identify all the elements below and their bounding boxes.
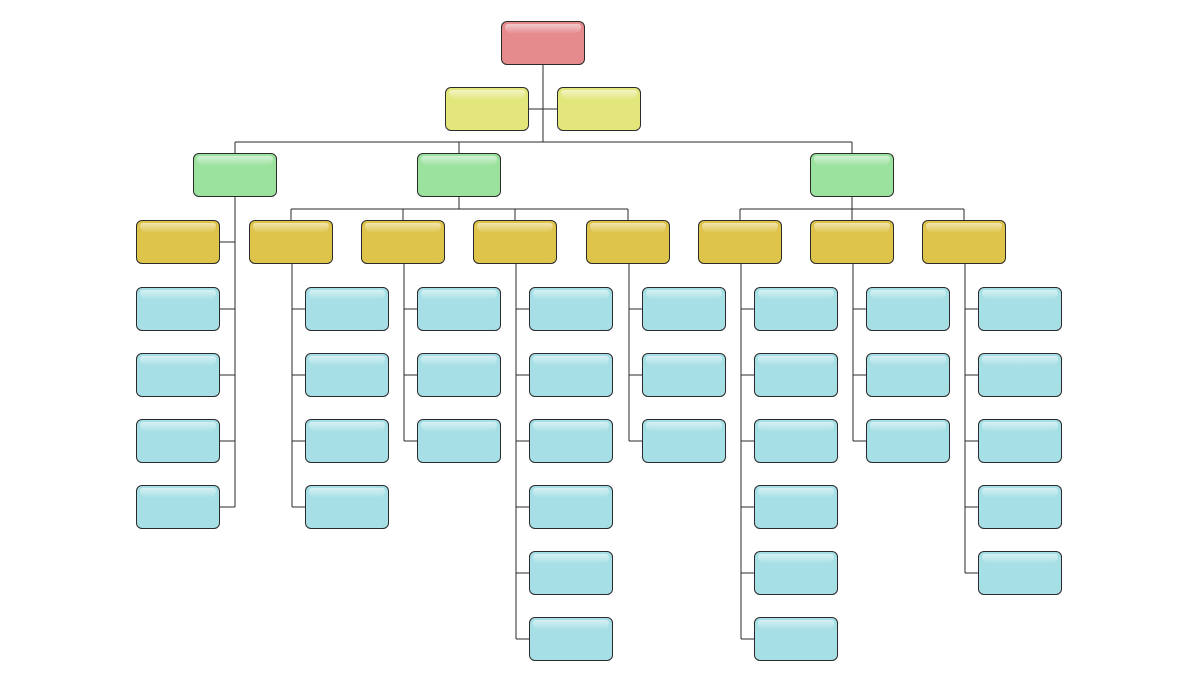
node-gloss xyxy=(982,488,1058,498)
node-gloss xyxy=(533,356,609,366)
node-leaf-1-1-4[interactable] xyxy=(136,485,220,529)
node-leaf-3-3-5[interactable] xyxy=(978,551,1062,595)
node-leaf-2-1-4[interactable] xyxy=(305,485,389,529)
node-gloss xyxy=(533,290,609,300)
node-gloss xyxy=(561,90,637,100)
node-gloss xyxy=(421,290,497,300)
node-gloss xyxy=(197,156,273,166)
node-root[interactable] xyxy=(501,21,585,65)
node-gloss xyxy=(982,554,1058,564)
node-leaf-2-4-2[interactable] xyxy=(642,353,726,397)
node-leaf-3-2-3[interactable] xyxy=(866,419,950,463)
node-leaf-2-3-1[interactable] xyxy=(529,287,613,331)
node-gloss xyxy=(870,356,946,366)
node-gloss xyxy=(140,223,216,233)
node-leaf-3-1-5[interactable] xyxy=(754,551,838,595)
node-gloss xyxy=(758,488,834,498)
node-leaf-3-3-2[interactable] xyxy=(978,353,1062,397)
node-dept-3-unit-2[interactable] xyxy=(810,220,894,264)
node-leaf-3-3-4[interactable] xyxy=(978,485,1062,529)
node-dept-2-unit-1[interactable] xyxy=(249,220,333,264)
node-leaf-3-3-3[interactable] xyxy=(978,419,1062,463)
node-leaf-2-2-1[interactable] xyxy=(417,287,501,331)
node-leaf-2-1-2[interactable] xyxy=(305,353,389,397)
node-gloss xyxy=(309,422,385,432)
node-gloss xyxy=(309,290,385,300)
node-leaf-3-2-2[interactable] xyxy=(866,353,950,397)
node-gloss xyxy=(646,422,722,432)
node-gloss xyxy=(477,223,553,233)
node-gloss xyxy=(814,156,890,166)
node-gloss xyxy=(702,223,778,233)
node-dept-3[interactable] xyxy=(810,153,894,197)
node-dept-1-unit-1[interactable] xyxy=(136,220,220,264)
node-leaf-2-3-3[interactable] xyxy=(529,419,613,463)
node-gloss xyxy=(533,488,609,498)
node-gloss xyxy=(982,422,1058,432)
node-gloss xyxy=(982,356,1058,366)
node-gloss xyxy=(870,422,946,432)
node-gloss xyxy=(253,223,329,233)
node-leaf-3-3-1[interactable] xyxy=(978,287,1062,331)
node-dept-1[interactable] xyxy=(193,153,277,197)
node-gloss xyxy=(365,223,441,233)
node-gloss xyxy=(758,356,834,366)
node-gloss xyxy=(646,290,722,300)
node-gloss xyxy=(533,620,609,630)
node-gloss xyxy=(814,223,890,233)
node-gloss xyxy=(533,422,609,432)
node-gloss xyxy=(758,290,834,300)
node-gloss xyxy=(309,488,385,498)
node-gloss xyxy=(982,290,1058,300)
node-leaf-2-1-1[interactable] xyxy=(305,287,389,331)
node-gloss xyxy=(421,356,497,366)
node-gloss xyxy=(926,223,1002,233)
node-gloss xyxy=(140,290,216,300)
node-gloss xyxy=(533,554,609,564)
node-leaf-2-2-3[interactable] xyxy=(417,419,501,463)
node-leaf-1-1-2[interactable] xyxy=(136,353,220,397)
node-gloss xyxy=(309,356,385,366)
node-gloss xyxy=(870,290,946,300)
node-dept-2-unit-4[interactable] xyxy=(586,220,670,264)
node-gloss xyxy=(421,156,497,166)
node-gloss xyxy=(505,24,581,34)
node-dept-2-unit-3[interactable] xyxy=(473,220,557,264)
node-gloss xyxy=(758,422,834,432)
node-leaf-3-1-3[interactable] xyxy=(754,419,838,463)
node-gloss xyxy=(421,422,497,432)
node-leaf-3-1-1[interactable] xyxy=(754,287,838,331)
node-leaf-3-2-1[interactable] xyxy=(866,287,950,331)
node-dept-3-unit-1[interactable] xyxy=(698,220,782,264)
node-leaf-2-4-3[interactable] xyxy=(642,419,726,463)
node-leaf-2-3-4[interactable] xyxy=(529,485,613,529)
node-leaf-2-4-1[interactable] xyxy=(642,287,726,331)
node-leaf-2-3-6[interactable] xyxy=(529,617,613,661)
node-leaf-3-1-4[interactable] xyxy=(754,485,838,529)
node-leaf-3-1-2[interactable] xyxy=(754,353,838,397)
node-gloss xyxy=(140,488,216,498)
node-leaf-3-1-6[interactable] xyxy=(754,617,838,661)
node-gloss xyxy=(758,620,834,630)
node-gloss xyxy=(590,223,666,233)
node-leaf-2-3-5[interactable] xyxy=(529,551,613,595)
node-leaf-2-3-2[interactable] xyxy=(529,353,613,397)
node-leaf-2-1-3[interactable] xyxy=(305,419,389,463)
node-dept-3-unit-3[interactable] xyxy=(922,220,1006,264)
node-leaf-1-1-3[interactable] xyxy=(136,419,220,463)
node-gloss xyxy=(140,422,216,432)
node-dept-2[interactable] xyxy=(417,153,501,197)
node-leaf-2-2-2[interactable] xyxy=(417,353,501,397)
node-gloss xyxy=(646,356,722,366)
node-gloss xyxy=(449,90,525,100)
node-assistant-left[interactable] xyxy=(445,87,529,131)
node-dept-2-unit-2[interactable] xyxy=(361,220,445,264)
node-gloss xyxy=(140,356,216,366)
node-leaf-1-1-1[interactable] xyxy=(136,287,220,331)
node-gloss xyxy=(758,554,834,564)
node-assistant-right[interactable] xyxy=(557,87,641,131)
